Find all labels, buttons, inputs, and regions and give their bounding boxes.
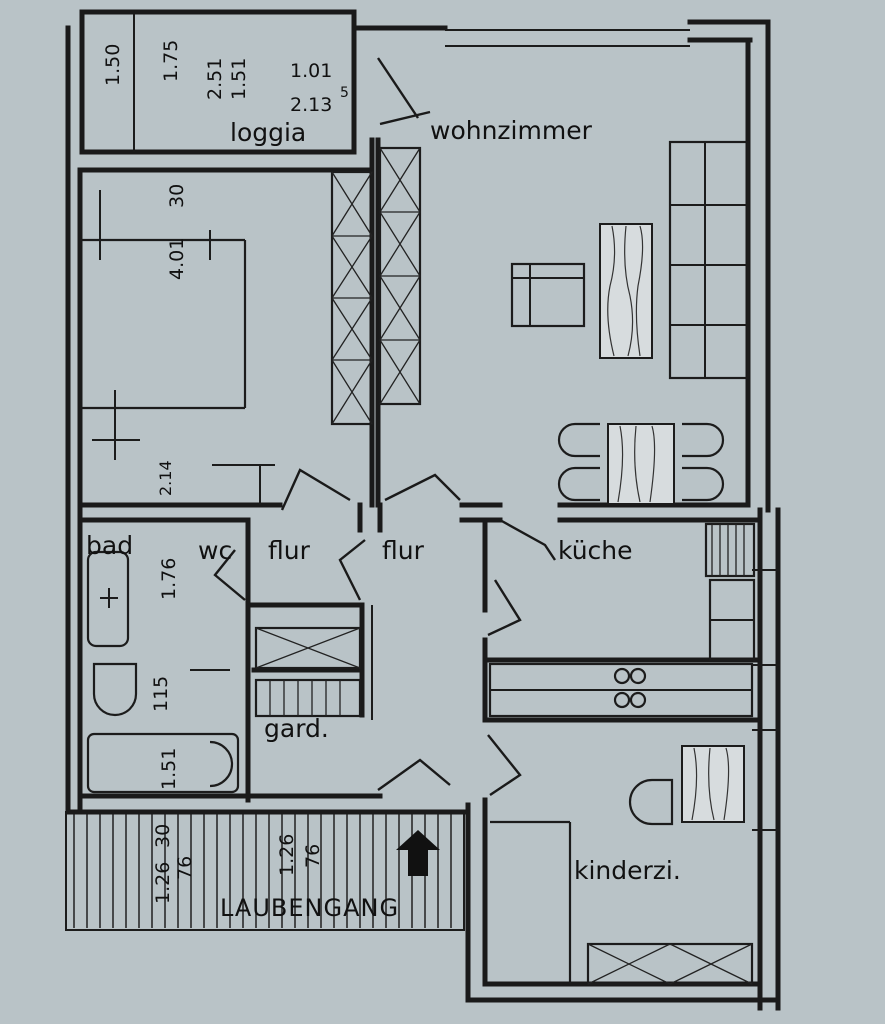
outer-walls: [65, 9, 781, 1011]
dim-30-top: 30: [166, 183, 188, 208]
dim-2-13: 2.13: [290, 94, 333, 116]
room-label-garderobe: gard.: [264, 714, 329, 743]
room-label-loggia: loggia: [230, 118, 307, 147]
kinderzimmer-furniture: [490, 745, 745, 984]
dim-4-01: 4.01: [166, 237, 188, 280]
dim-1-76: 1.76: [158, 557, 180, 600]
room-label-kueche: küche: [558, 536, 633, 565]
room-label-wohnzimmer: wohnzimmer: [430, 116, 592, 145]
dim-5-superscript: 5: [340, 85, 349, 101]
wardrobes: [254, 146, 754, 986]
dim-115: 115: [150, 675, 172, 712]
dim-30-bottom: 30: [152, 823, 174, 848]
dim-1-26-left: 1.26: [152, 861, 174, 904]
bathroom-fixtures: [86, 550, 240, 794]
door-swings: [213, 57, 556, 796]
room-label-kinderzimmer: kinderzi.: [574, 856, 681, 885]
dim-loggia-1-50: 1.50: [102, 43, 124, 86]
dim-76-left: 76: [174, 855, 196, 880]
dim-1-26-right: 1.26: [276, 833, 298, 876]
dim-1-51-top: 1.51: [228, 57, 250, 100]
room-label-bad: bad: [86, 531, 134, 560]
dim-1-51-bad: 1.51: [158, 747, 180, 790]
dim-2-14: 2.14: [156, 460, 175, 496]
dim-loggia-1-75: 1.75: [160, 39, 182, 82]
double-bed: [80, 190, 275, 505]
living-furniture: [510, 140, 750, 505]
room-label-flur-2: flur: [382, 536, 424, 565]
dim-1-01: 1.01: [290, 60, 333, 82]
dim-2-51: 2.51: [204, 57, 226, 100]
room-label-wc: wc: [198, 536, 233, 565]
room-label-flur-1: flur: [268, 536, 310, 565]
kitchen-furniture: [488, 522, 756, 718]
dim-76-right: 76: [302, 843, 324, 868]
entrance-arrow-icon: [396, 830, 440, 876]
laubengang-label: LAUBENGANG: [220, 894, 400, 922]
